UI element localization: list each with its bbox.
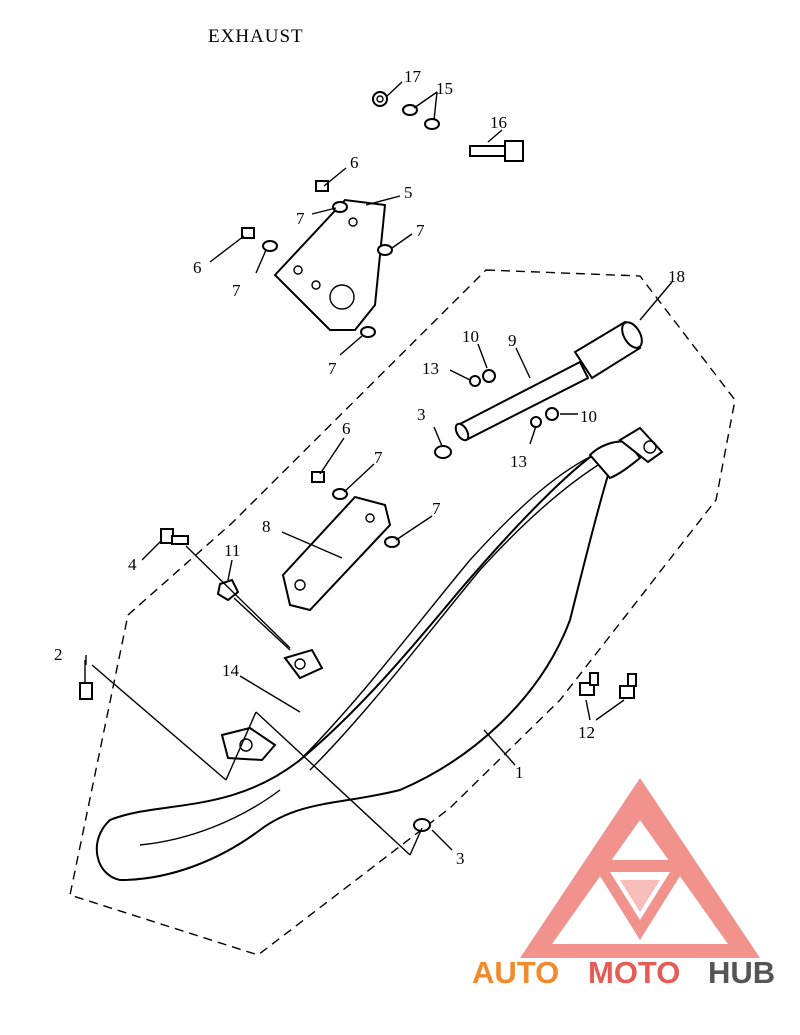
callout-10a: 10 [462,327,479,346]
callout-7e: 7 [374,448,383,467]
callout-16: 16 [490,113,507,132]
callout-3a: 3 [417,405,426,424]
callout-7d: 7 [328,359,337,378]
callout-17: 17 [404,67,422,86]
callout-2: 2 [54,645,63,664]
callout-5: 5 [404,183,413,202]
watermark-moto: MOTO [588,955,680,990]
watermark-auto: AUTO [472,955,559,990]
heat-shield-8 [281,495,392,612]
callout-7c: 7 [232,281,241,300]
callout-15: 15 [436,79,453,98]
callout-7a: 7 [296,209,305,228]
diagram-title: EXHAUST [208,26,304,47]
assembly-dashed-outline [69,269,736,956]
callout-7b: 7 [416,221,425,240]
watermark-hub: HUB [708,955,775,990]
callout-11: 11 [224,541,240,560]
callout-13b: 13 [510,452,527,471]
bracket-5 [273,198,387,331]
callout-8: 8 [262,517,271,536]
callout-3b: 3 [456,849,465,868]
callout-12: 12 [578,723,595,742]
callout-1: 1 [515,763,524,782]
callout-18: 18 [668,267,685,286]
callout-6b: 6 [193,258,202,277]
tail-pipe-9 [454,320,643,442]
automotohub-logo [520,778,760,958]
callout-6a: 6 [350,153,359,172]
callout-6c: 6 [342,419,351,438]
callout-7f: 7 [432,499,441,518]
muffler-body [95,426,664,882]
callout-10b: 10 [580,407,597,426]
callout-labels: 17 15 16 6 5 7 7 6 7 7 18 10 9 13 10 3 1… [54,67,685,868]
hardware-parts [79,91,637,832]
callout-9: 9 [508,331,517,350]
callout-4: 4 [128,555,137,574]
callout-13a: 13 [422,359,439,378]
callout-14: 14 [222,661,240,680]
automotohub-watermark: AUTO MOTO HUB [472,955,775,990]
leader-lines [84,81,673,856]
